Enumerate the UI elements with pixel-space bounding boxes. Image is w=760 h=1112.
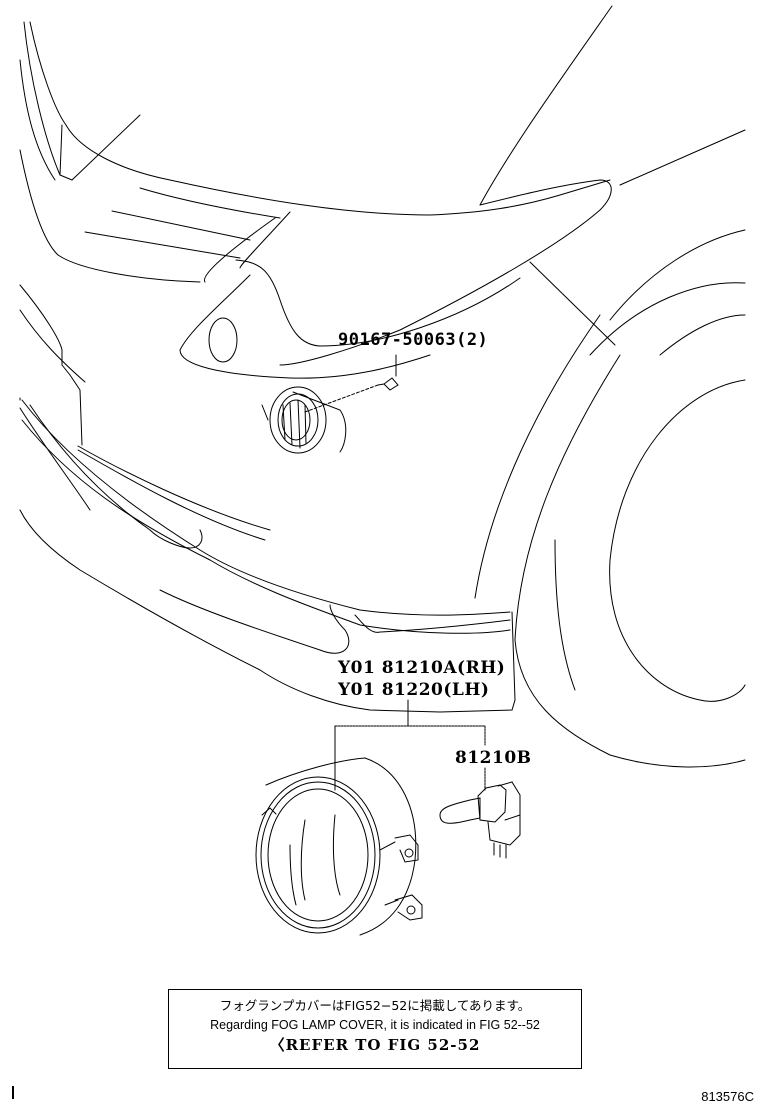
note-japanese: フォグランプカバーはFIG52−52に掲載してあります。 [219,998,531,1013]
installed-fog-lamp-icon [261,386,347,454]
bolt-icon [304,354,399,413]
car-body-outline [19,5,746,768]
fog-lamp-lh-part-number[interactable]: Y01 81220(LH) [338,680,490,700]
bolt-part-number[interactable]: 90167-50063(2) [338,330,489,350]
bumper-outline [19,284,516,713]
figure-id: 813576C [701,1089,754,1104]
fog-lamp-assembly-icon [255,757,423,936]
reference-note-box: フォグランプカバーはFIG52−52に掲載してあります。 Regarding F… [168,989,582,1069]
fog-lamp-rh-part-number[interactable]: Y01 81210A(RH) [338,658,506,678]
corner-mark [12,1086,14,1099]
note-refer-to-figure[interactable]: 〈REFER TO FIG 52-52 [269,1036,481,1054]
lamp-leader-lines [334,699,486,791]
note-english: Regarding FOG LAMP COVER, it is indicate… [210,1018,540,1032]
bulb-icon [439,781,521,859]
bulb-part-number[interactable]: 81210B [455,748,532,768]
